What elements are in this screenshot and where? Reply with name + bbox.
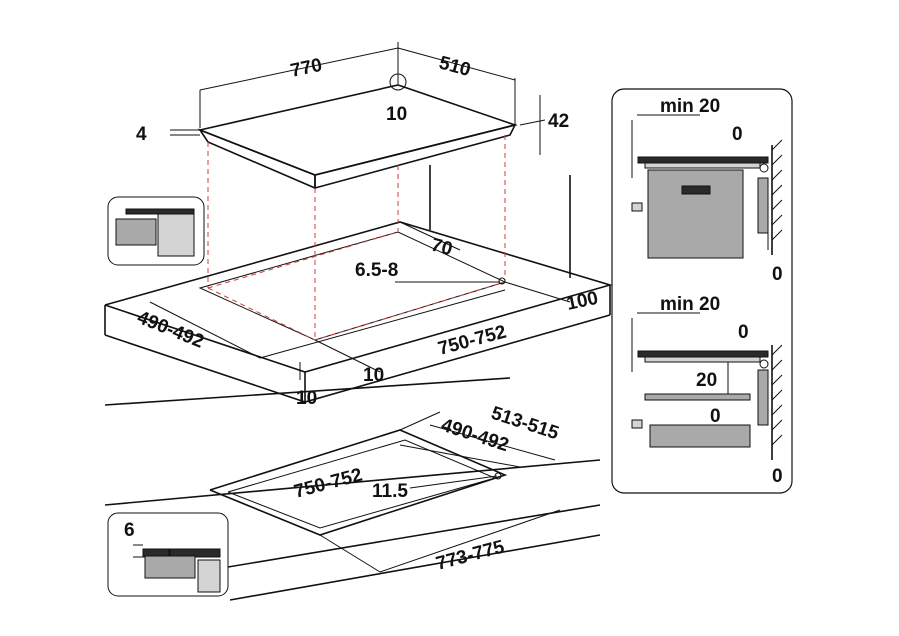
dim-cut-depth-top: 490-492: [134, 307, 207, 353]
dim-side-zero-bottom-b: 0: [710, 406, 721, 427]
dim-side-min-top: min 20: [660, 96, 720, 117]
flush-mount-view: [104, 377, 601, 601]
dim-front-10a: 10: [363, 365, 384, 386]
dim-hob-width: 770: [289, 55, 324, 82]
dim-side-min-bottom: min 20: [660, 294, 720, 315]
dim-corner-radius: 6.5-8: [355, 260, 398, 281]
dim-side-zero-bottom-a: 0: [738, 322, 749, 343]
dim-hob-depth: 510: [437, 53, 473, 81]
dim-rebate-depth: 6: [124, 520, 135, 541]
dim-wall-distance: 100: [565, 288, 600, 315]
dim-side-zero-bottom-c: 0: [772, 466, 783, 487]
dim-back-clearance: 10: [386, 104, 407, 125]
dim-flush-radius: 11.5: [372, 481, 408, 502]
dim-side-zero-top-a: 0: [732, 124, 743, 145]
dim-front-10b: 10: [296, 388, 317, 409]
dim-side-20: 20: [696, 370, 717, 391]
dim-flush-outer-width: 773-775: [434, 536, 507, 574]
inset-front-view: [107, 196, 205, 266]
dim-side-zero-top-b: 0: [772, 264, 783, 285]
hob-3d-view: [104, 42, 613, 403]
inset-rebate-view: [107, 512, 229, 597]
dim-hob-height: 42: [548, 111, 569, 132]
dim-glass-edge: 4: [136, 124, 147, 145]
side-sections-panel: [611, 88, 793, 494]
